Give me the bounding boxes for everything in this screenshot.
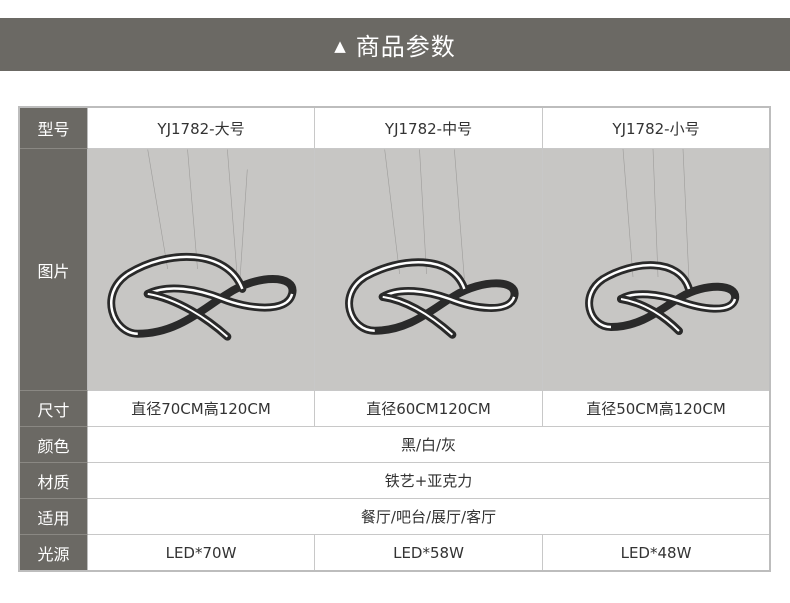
size-cell-large: 直径70CM高120CM [88,391,315,427]
table-row: 光源 LED*70W LED*58W LED*48W [20,535,769,570]
size-cell-small: 直径50CM高120CM [543,391,769,427]
row-label-material: 材质 [20,463,88,499]
table-row: 型号 YJ1782-大号 YJ1782-中号 YJ1782-小号 [20,108,769,149]
row-label-usage: 适用 [20,499,88,535]
table-row: 图片 [20,149,769,391]
row-label-size: 尺寸 [20,391,88,427]
row-label-model: 型号 [20,108,88,149]
triangle-up-icon: ▲ [334,36,346,55]
page-title: 商品参数 [355,33,456,61]
table-row: 颜色 黑/白/灰 [20,427,769,463]
color-cell: 黑/白/灰 [88,427,769,463]
table-row: 材质 铁艺+亚克力 [20,463,769,499]
lamp-image-large [107,149,297,341]
lamp-image-medium [345,149,519,339]
product-image-small [543,149,769,391]
row-label-light: 光源 [20,535,88,570]
size-cell-medium: 直径60CM120CM [315,391,543,427]
model-cell-small: YJ1782-小号 [543,108,769,149]
material-cell: 铁艺+亚克力 [88,463,769,499]
light-cell-large: LED*70W [88,535,315,570]
product-image-large [88,149,315,391]
usage-cell: 餐厅/吧台/展厅/客厅 [88,499,769,535]
table-row: 适用 餐厅/吧台/展厅/客厅 [20,499,769,535]
table-row: 尺寸 直径70CM高120CM 直径60CM120CM 直径50CM高120CM [20,391,769,427]
spec-table: 型号 YJ1782-大号 YJ1782-中号 YJ1782-小号 图片 [20,108,769,570]
page-header: ▲ 商品参数 [0,18,790,71]
light-cell-medium: LED*58W [315,535,543,570]
light-cell-small: LED*48W [543,535,769,570]
spec-table-container: 型号 YJ1782-大号 YJ1782-中号 YJ1782-小号 图片 [18,106,771,572]
model-cell-large: YJ1782-大号 [88,108,315,149]
product-image-medium [315,149,543,391]
model-cell-medium: YJ1782-中号 [315,108,543,149]
row-label-image: 图片 [20,149,88,391]
lamp-image-small [585,149,740,335]
row-label-color: 颜色 [20,427,88,463]
